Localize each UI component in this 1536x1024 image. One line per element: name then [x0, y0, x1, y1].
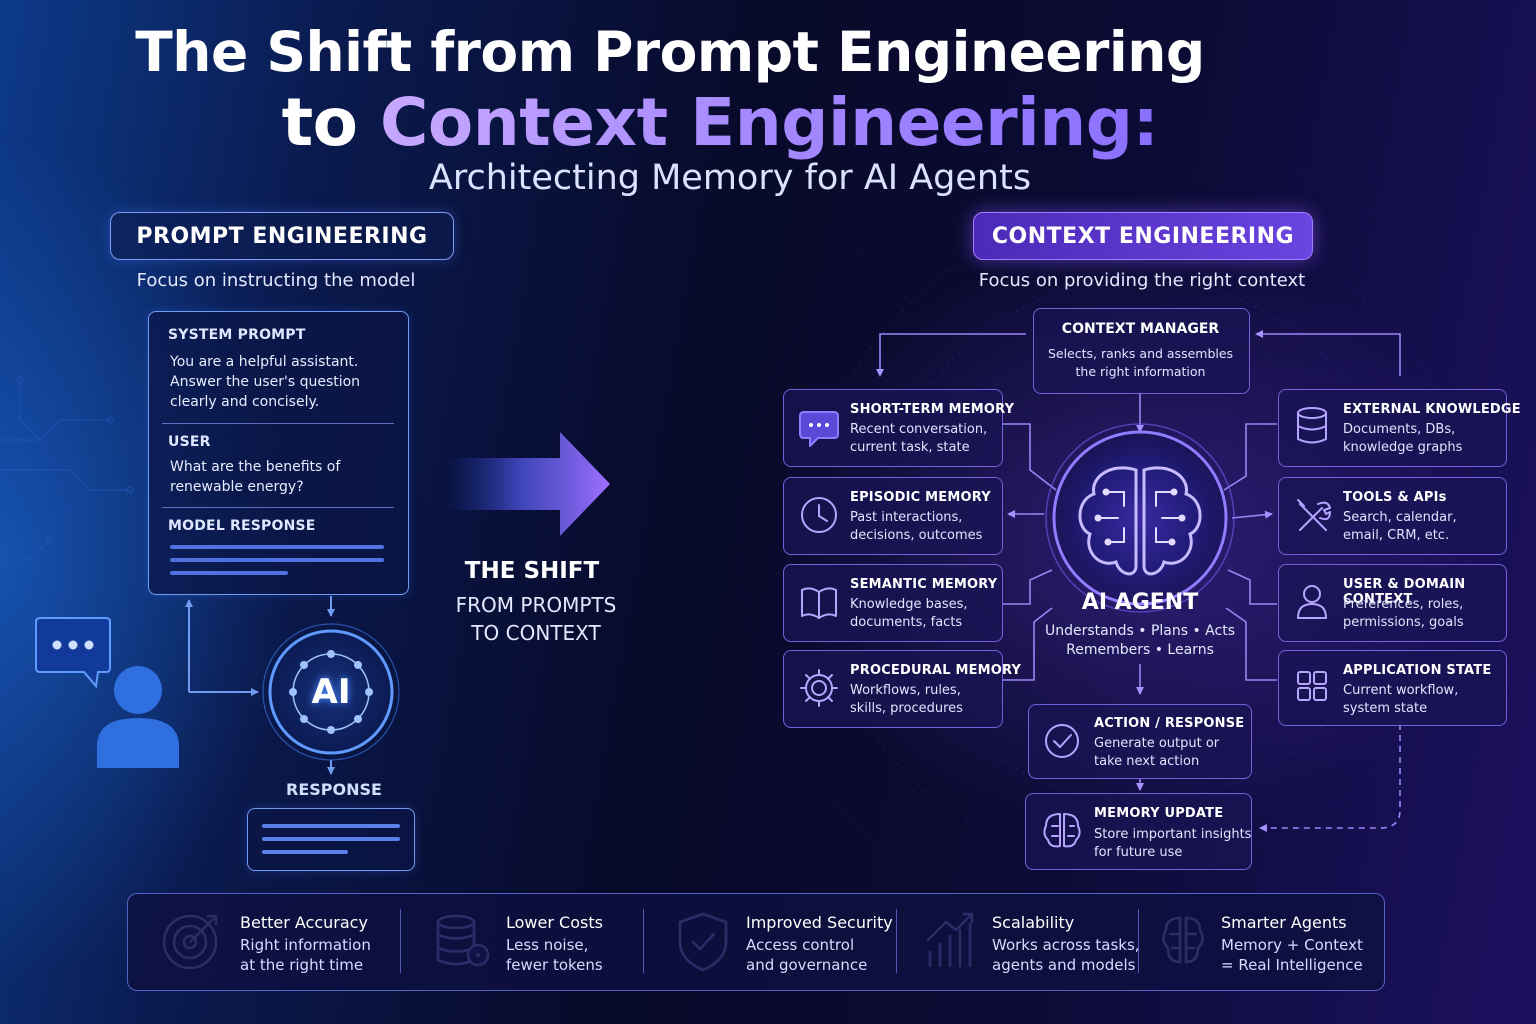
response-placeholder-line: [170, 571, 288, 575]
memory-desc: Workflows, rules,skills, procedures: [850, 683, 963, 716]
benefit-title: Better Accuracy: [240, 913, 368, 932]
memory-update-card: [1025, 793, 1252, 870]
benefit-title: Lower Costs: [506, 913, 603, 932]
shift-arrow: [445, 432, 610, 536]
benefit-divider: [400, 909, 401, 973]
grid-icon: [1297, 671, 1327, 701]
context-manager-title: CONTEXT MANAGER: [1061, 321, 1220, 337]
tools-apis-card: [1278, 477, 1507, 555]
user-icon: [1297, 585, 1327, 619]
benefit-divider: [896, 909, 897, 973]
memory-desc: Knowledge bases,documents, facts: [850, 597, 968, 630]
source-desc: Search, calendar,email, CRM, etc.: [1343, 510, 1457, 543]
memory-desc: Recent conversation,current task, state: [850, 422, 988, 455]
benefit-divider: [1138, 909, 1139, 973]
prompt-focus-text: Focus on instructing the model: [136, 270, 416, 291]
prompt-engineering-header: PROMPT ENGINEERING: [110, 212, 454, 260]
agent-brain-icon: [1078, 466, 1202, 576]
tools-icon: [1297, 499, 1331, 531]
memory-desc: Past interactions,decisions, outcomes: [850, 510, 983, 543]
response-placeholder-line: [262, 824, 400, 828]
ai-badge-text: AI: [311, 672, 351, 712]
shift-title: THE SHIFT: [464, 558, 600, 584]
source-title: USER & DOMAIN CONTEXT: [1343, 577, 1466, 607]
panel-divider: [162, 423, 394, 424]
database-icon: [1297, 407, 1327, 444]
context-manager-card: [1033, 308, 1250, 394]
user-domain-context-card: [1278, 564, 1507, 642]
chat-bubble-icon: [35, 617, 111, 689]
external-knowledge-card: [1278, 389, 1507, 467]
clock-icon: [801, 497, 837, 533]
model-response-label: MODEL RESPONSE: [168, 518, 316, 534]
check-circle-icon: [1045, 724, 1079, 758]
source-title: APPLICATION STATE: [1343, 663, 1492, 678]
response-label: RESPONSE: [286, 780, 382, 799]
gear-icon: [800, 669, 838, 707]
memory-title: SHORT-TERM MEMORY: [850, 402, 1015, 417]
panel-divider: [162, 507, 394, 508]
benefit-title: Scalability: [992, 913, 1075, 932]
procedural-memory-card: [783, 650, 1003, 728]
source-desc: Current workflow,system state: [1343, 683, 1459, 716]
headline-accent: Context Engineering:: [379, 84, 1159, 161]
user-avatar-icon: [97, 666, 179, 768]
book-icon: [801, 587, 837, 619]
action-title: ACTION / RESPONSE: [1094, 716, 1245, 731]
chat-bubble-icon: [799, 411, 839, 447]
ai-network-icon: [289, 650, 373, 734]
source-desc: Documents, DBs,knowledge graphs: [1343, 422, 1463, 455]
benefit-title: Improved Security: [746, 913, 893, 932]
source-title: EXTERNAL KNOWLEDGE: [1343, 402, 1521, 417]
context-engineering-header: CONTEXT ENGINEERING: [973, 212, 1313, 260]
source-title: TOOLS & APIs: [1343, 490, 1447, 505]
benefit-divider: [643, 909, 644, 973]
circuit-decoration: [0, 376, 134, 561]
response-placeholder-line: [262, 837, 400, 841]
benefits-bar: [127, 893, 1385, 991]
headline-line1: The Shift from Prompt Engineering: [135, 20, 1205, 84]
memory-title: EPISODIC MEMORY: [850, 490, 991, 505]
benefit-desc: Memory + Context= Real Intelligence: [1221, 936, 1363, 974]
ai-core: [268, 629, 394, 755]
memory-title: SEMANTIC MEMORY: [850, 577, 998, 592]
ai-agent-title: AI AGENT: [1081, 590, 1199, 615]
system-prompt-label: SYSTEM PROMPT: [168, 327, 306, 343]
response-placeholder-line: [170, 545, 384, 549]
agent-core: [1052, 430, 1228, 606]
response-placeholder-line: [262, 850, 348, 854]
benefit-title: Smarter Agents: [1221, 913, 1347, 932]
benefit-desc: Less noise,fewer tokens: [506, 936, 603, 974]
user-label: USER: [168, 434, 211, 450]
system-prompt-text: You are a helpful assistant.Answer the u…: [170, 354, 361, 410]
source-desc: Preferences, roles,permissions, goals: [1343, 597, 1464, 630]
memory-title: PROCEDURAL MEMORY: [850, 663, 1022, 678]
response-placeholder-line: [170, 558, 384, 562]
context-focus-text: Focus on providing the right context: [978, 270, 1306, 291]
headline-subtitle: Architecting Memory for AI Agents: [428, 158, 1032, 198]
headline-line2: to Context Engineering:: [281, 84, 1159, 161]
benefit-desc: Works across tasks,agents and models: [992, 936, 1140, 974]
brain-icon: [1043, 813, 1081, 848]
memory-update-title: MEMORY UPDATE: [1094, 806, 1224, 821]
